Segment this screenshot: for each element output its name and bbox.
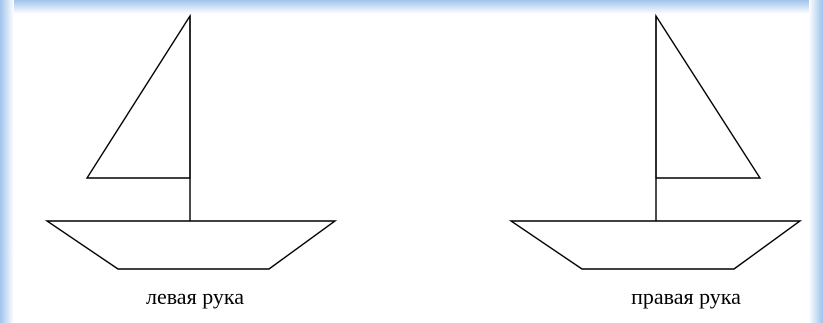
left-hull	[44, 220, 338, 270]
left-sailboat: левая рука	[44, 13, 338, 309]
right-boat-label: правая рука	[631, 284, 741, 309]
right-hull	[508, 220, 803, 270]
left-boat-label: левая рука	[146, 284, 244, 309]
right-sail	[655, 13, 762, 179]
right-sailboat: правая рука	[508, 13, 803, 309]
left-sail	[85, 13, 191, 179]
